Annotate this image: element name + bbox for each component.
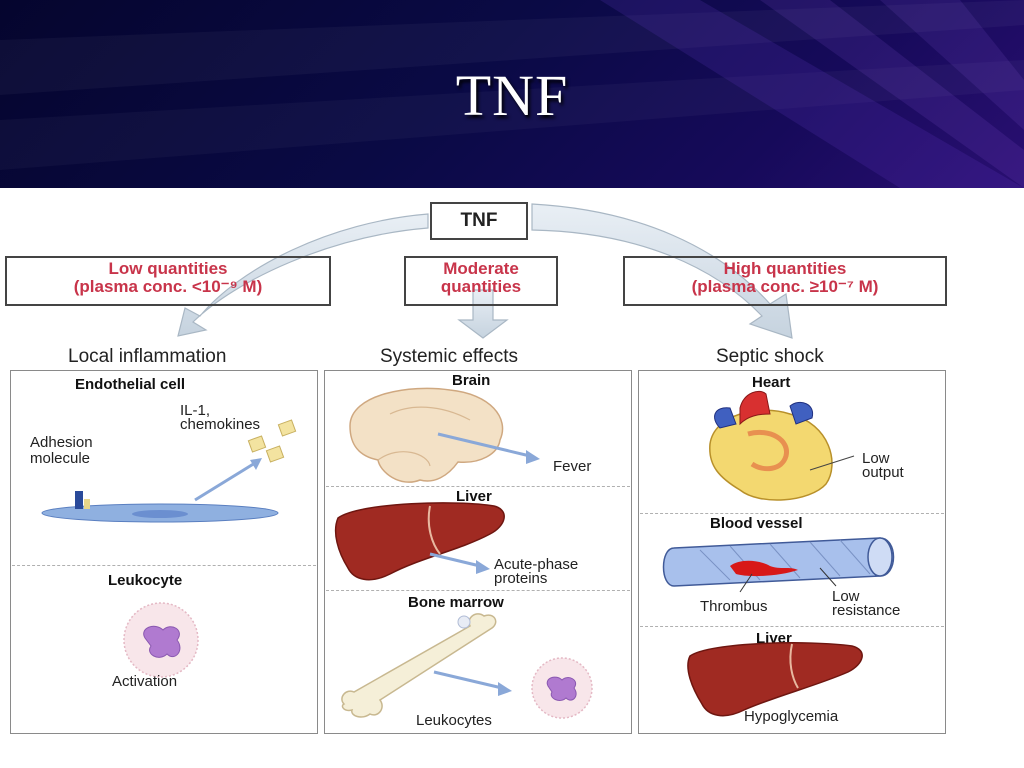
liver-shape <box>334 502 505 581</box>
leukocyte-nucleus <box>143 625 181 658</box>
brain-illustration <box>349 387 540 483</box>
septic-shock-heading: Septic shock <box>716 346 824 367</box>
divider <box>326 486 630 487</box>
adhesion-molecule-partner <box>84 499 90 509</box>
adhesion-molecule-icon <box>75 491 83 509</box>
liver-illustration <box>334 502 505 581</box>
liver-heading: Liver <box>456 488 492 505</box>
activation-label: Activation <box>112 673 178 690</box>
brain-fold <box>389 406 471 421</box>
leukocytes-arrow-head <box>498 682 512 696</box>
arrow-to-low <box>177 213 429 337</box>
systemic-effects-heading: Systemic effects <box>380 346 518 367</box>
heart-leader-line <box>809 455 855 471</box>
divider <box>640 513 944 514</box>
liver-ligament <box>427 505 441 555</box>
local-inflammation-heading: Local inflammation <box>68 346 227 367</box>
divider <box>12 565 316 566</box>
acute-phase-arrow-head <box>476 560 490 574</box>
leukocytes-arrow <box>433 670 503 690</box>
blood-vessel-lumen <box>867 537 893 577</box>
low-resistance-label-1: Low <box>832 588 860 605</box>
blood-vessel-illustration <box>662 537 895 593</box>
secretion-arrow <box>194 461 256 502</box>
chemokine-square <box>247 435 267 453</box>
thrombus-label: Thrombus <box>700 598 768 615</box>
acute-phase-label: Acute-phase <box>494 556 579 573</box>
low-resistance-label-2: resistance <box>832 602 901 619</box>
high-quantities-label: High quantities <box>723 259 847 278</box>
tnf-source-box: TNF <box>430 202 528 240</box>
moderate-quantities-label-2: quantities <box>440 277 522 296</box>
bone-marrow-illustration <box>341 613 593 719</box>
tnf-source-label: TNF <box>460 210 498 231</box>
heart-vein <box>789 402 814 425</box>
arrow-to-high <box>531 203 793 339</box>
liver-septic-illustration <box>687 642 863 717</box>
heart-vein <box>714 407 737 429</box>
liver-ligament <box>789 643 799 689</box>
endothelial-cell-heading: Endothelial cell <box>75 376 186 393</box>
blood-vessel-heading: Blood vessel <box>710 515 803 532</box>
brain-shape <box>349 387 504 483</box>
brain-fold <box>377 451 431 467</box>
slide-header: TNF <box>0 0 1024 188</box>
leukocytes-label: Leukocytes <box>416 712 492 729</box>
systemic-effects-panel <box>324 370 632 734</box>
bone-marrow-heading: Bone marrow <box>408 594 504 611</box>
tnf-flow-arrows <box>177 203 793 339</box>
thrombus-leader <box>739 573 753 593</box>
moderate-quantities-box: Moderate quantities <box>404 256 558 306</box>
endothelial-nucleus <box>132 510 188 518</box>
low-quantities-box: Low quantities (plasma conc. <10⁻⁹ M) <box>5 256 331 306</box>
divider <box>640 626 944 627</box>
acute-phase-arrow <box>429 552 481 568</box>
adhesion-label: Adhesion <box>30 434 93 451</box>
il1-label: IL-1, <box>180 402 211 419</box>
fever-arrow-head <box>526 450 540 464</box>
molecule-label: molecule <box>30 450 91 467</box>
heart-heading: Heart <box>752 374 791 391</box>
divider <box>326 590 630 591</box>
slide-title: TNF <box>455 63 569 128</box>
bone-joint <box>457 615 471 629</box>
heart-vessel <box>747 430 789 472</box>
moderate-quantities-label: Moderate <box>443 259 519 278</box>
heart-illustration <box>709 390 855 501</box>
bone-shape <box>341 613 497 718</box>
heart-aorta <box>739 390 771 426</box>
header-background-rays <box>0 0 1024 188</box>
low-output-label-2: output <box>862 464 904 481</box>
fever-label: Fever <box>553 458 592 475</box>
leukocyte-illustration <box>123 602 199 678</box>
endothelial-cell-illustration <box>41 419 297 523</box>
low-quantities-label: Low quantities <box>108 259 228 278</box>
low-quantities-concentration: (plasma conc. <10⁻⁹ M) <box>73 277 263 296</box>
secretion-arrow-head <box>250 458 262 470</box>
local-inflammation-panel <box>10 370 318 734</box>
tnf-diagram: TNF Low quantities (plasma conc. <10⁻⁹ M… <box>0 188 1024 768</box>
chemokine-square <box>265 445 285 463</box>
septic-shock-panel <box>638 370 946 734</box>
fever-arrow <box>437 432 531 458</box>
arrow-to-moderate <box>457 289 509 339</box>
resistance-leader <box>819 567 837 587</box>
low-output-label-1: Low <box>862 450 890 467</box>
thrombus-shape <box>730 560 798 577</box>
proteins-label: proteins <box>494 570 548 587</box>
high-quantities-box: High quantities (plasma conc. ≥10⁻⁷ M) <box>623 256 947 306</box>
liver-shape <box>687 642 863 717</box>
hypoglycemia-label: Hypoglycemia <box>744 708 839 725</box>
chemokine-square <box>277 419 297 437</box>
leukocyte-nucleus <box>546 676 577 701</box>
high-quantities-concentration: (plasma conc. ≥10⁻⁷ M) <box>691 277 879 296</box>
chemokines-label: chemokines <box>180 416 261 433</box>
brain-heading: Brain <box>452 372 491 389</box>
leukocyte-heading: Leukocyte <box>108 572 183 589</box>
